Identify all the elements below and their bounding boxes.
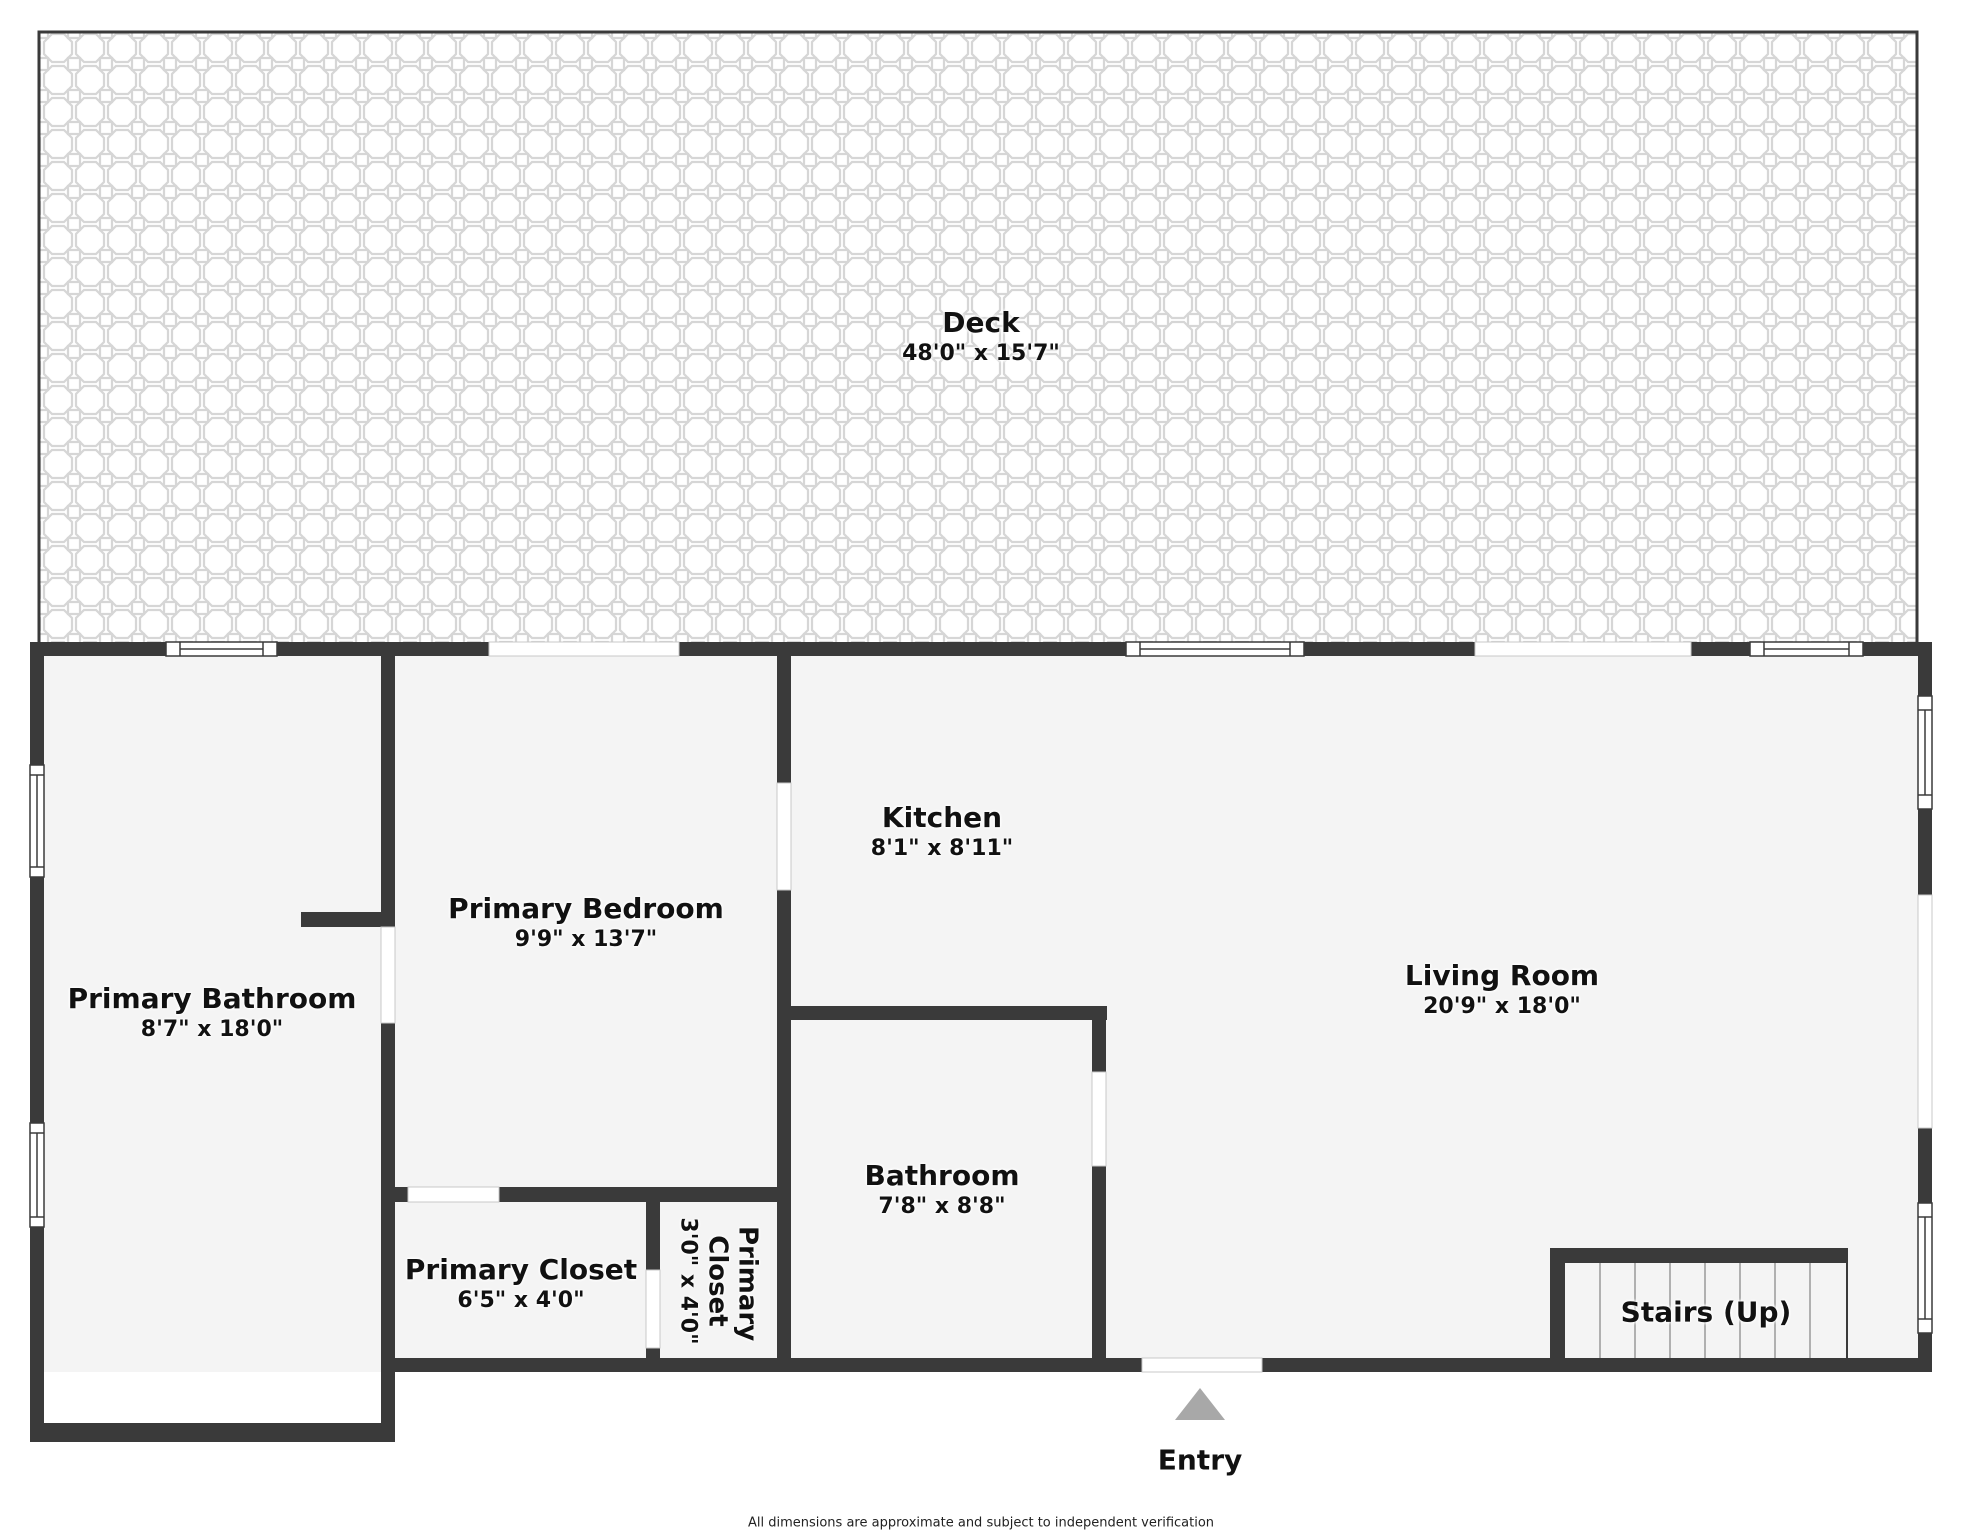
room-name: Primary Closet bbox=[702, 1225, 763, 1342]
room-name: Primary Bedroom bbox=[448, 891, 724, 925]
room-label-kitchen: Kitchen 8'1" x 8'11" bbox=[871, 800, 1013, 863]
room-dims: 6'5" x 4'0" bbox=[457, 1287, 585, 1313]
window-top-1 bbox=[165, 641, 278, 657]
entry-label: Entry bbox=[1157, 1443, 1243, 1477]
room-dims: 8'7" x 18'0" bbox=[140, 1016, 284, 1042]
room-dims: 9'9" x 13'7" bbox=[514, 926, 658, 952]
window-top-3 bbox=[1749, 641, 1864, 657]
room-name: Primary Bathroom bbox=[67, 981, 357, 1015]
deck bbox=[37, 30, 1919, 646]
door-bath-bedroom bbox=[380, 926, 396, 1024]
room-label-primary-closet-1: Primary Closet 6'5" x 4'0" bbox=[405, 1252, 637, 1315]
door-bedroom-deck bbox=[488, 641, 680, 657]
door-living-deck bbox=[1474, 641, 1692, 657]
room-label-primary-closet-2: Primary Closet 3'0" x 4'0" bbox=[674, 1217, 763, 1345]
room-name: Kitchen bbox=[881, 800, 1003, 834]
door-closet-2 bbox=[645, 1269, 661, 1349]
window-left-2 bbox=[29, 1122, 45, 1228]
door-openings bbox=[380, 641, 1933, 1373]
room-label-primary-bedroom: Primary Bedroom 9'9" x 13'7" bbox=[448, 891, 724, 954]
room-name: Primary Closet bbox=[404, 1252, 638, 1286]
house-floor bbox=[30, 642, 1932, 1536]
room-dims: 7'8" x 8'8" bbox=[878, 1193, 1006, 1219]
room-label-bathroom: Bathroom 7'8" x 8'8" bbox=[864, 1158, 1019, 1221]
room-name: Living Room bbox=[1404, 958, 1600, 992]
room-dims: 20'9" x 18'0" bbox=[1423, 993, 1581, 1019]
disclaimer-text: All dimensions are approximate and subje… bbox=[747, 1515, 1215, 1531]
walls bbox=[30, 642, 1932, 1442]
window-right-2 bbox=[1917, 1202, 1933, 1334]
room-label-primary-bathroom: Primary Bathroom 8'7" x 18'0" bbox=[68, 981, 357, 1044]
door-kitchen-bedroom bbox=[776, 782, 792, 891]
door-entry bbox=[1141, 1357, 1263, 1373]
door-right-exterior bbox=[1917, 894, 1933, 1129]
room-dims: 8'1" x 8'11" bbox=[870, 835, 1014, 861]
stairs-treads bbox=[1599, 1263, 1811, 1358]
room-label-stairs: Stairs (Up) bbox=[1621, 1295, 1792, 1330]
window-top-2 bbox=[1125, 641, 1305, 657]
window-left-1 bbox=[29, 764, 45, 878]
room-name: Deck bbox=[942, 305, 1020, 339]
room-label-living-room: Living Room 20'9" x 18'0" bbox=[1405, 958, 1599, 1021]
room-dims: 3'0" x 4'0" bbox=[675, 1217, 701, 1345]
room-name: Stairs (Up) bbox=[1620, 1295, 1792, 1329]
door-bathroom bbox=[1091, 1071, 1107, 1167]
door-closet-1 bbox=[407, 1186, 500, 1203]
entry-arrow-icon bbox=[1175, 1388, 1225, 1420]
window-right-1 bbox=[1917, 695, 1933, 810]
room-name: Bathroom bbox=[864, 1158, 1020, 1192]
room-label-deck: Deck 48'0" x 15'7" bbox=[902, 305, 1060, 368]
room-dims: 48'0" x 15'7" bbox=[902, 340, 1060, 366]
windows bbox=[29, 641, 1933, 1334]
